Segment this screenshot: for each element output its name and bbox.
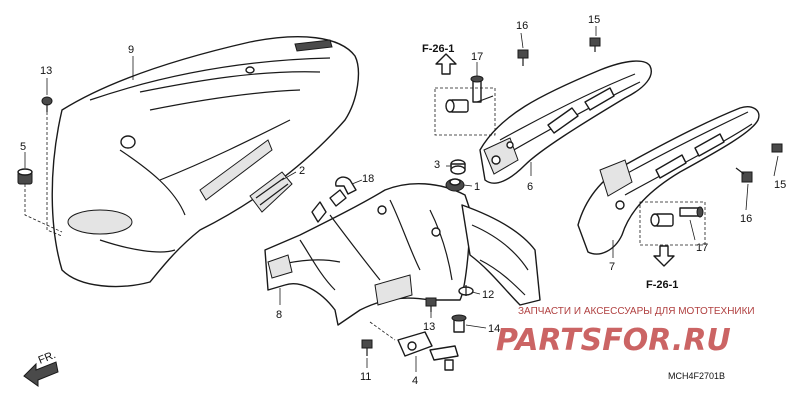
callout-5: 5	[20, 141, 26, 153]
callout-11: 11	[360, 371, 371, 383]
leader-lines	[24, 26, 779, 372]
washer-12	[458, 285, 474, 296]
callout-16-top: 16	[516, 20, 528, 32]
clip-18	[335, 176, 357, 195]
reference-arrow-up	[435, 53, 457, 75]
callout-4: 4	[412, 375, 418, 387]
bolt-16-bottom	[735, 167, 753, 183]
front-direction-arrow	[23, 361, 59, 387]
reference-arrow-down	[653, 245, 675, 267]
callout-12: 12	[482, 289, 494, 301]
reference-top: F-26-1	[422, 43, 454, 55]
reflector	[249, 171, 293, 213]
grab-rail-left	[479, 60, 652, 184]
bolt-17-bottom	[679, 206, 704, 218]
callout-17-bottom: 17	[696, 242, 708, 254]
callout-7: 7	[609, 261, 615, 273]
callout-18: 18	[362, 173, 374, 185]
callout-8: 8	[276, 309, 282, 321]
collar-17-top	[445, 99, 469, 113]
grommet-1	[445, 178, 465, 192]
screw-11	[361, 339, 373, 356]
callout-15-bottom: 15	[774, 179, 786, 191]
collar-3	[450, 159, 466, 175]
rear-mudguard	[461, 204, 541, 306]
screw-13-top	[41, 96, 53, 112]
grommet-5	[17, 168, 33, 185]
callout-2: 2	[299, 165, 305, 177]
bolt-17-top	[470, 75, 494, 103]
seat-lock-4	[397, 331, 459, 371]
seat-cowl	[51, 36, 360, 288]
rear-fender-frame	[264, 182, 471, 326]
callout-15-top: 15	[588, 14, 600, 26]
callout-13-top: 13	[40, 65, 52, 77]
grab-rail-right	[577, 106, 760, 255]
bolt-14	[451, 314, 467, 333]
watermark-subtitle: ЗАПЧАСТИ И АКСЕССУАРЫ ДЛЯ МОТОТЕХНИКИ	[518, 306, 755, 317]
diagram-code: MCH4F2701B	[668, 371, 725, 381]
collar-17-bottom	[650, 213, 674, 227]
bolt-16-top	[517, 49, 529, 66]
screw-13-bottom	[425, 297, 437, 312]
callout-16-bottom: 16	[740, 213, 752, 225]
callout-6: 6	[527, 181, 533, 193]
callout-13-bottom: 13	[423, 321, 435, 333]
callout-17-top: 17	[471, 51, 483, 63]
callout-14: 14	[488, 323, 500, 335]
watermark-logo: PARTSFOR.RU	[496, 323, 731, 358]
bolt-15-top	[589, 37, 601, 52]
callout-9: 9	[128, 44, 134, 56]
callout-3: 3	[434, 159, 440, 171]
callout-1: 1	[474, 181, 480, 193]
bolt-15-bottom	[771, 143, 783, 153]
reference-bottom: F-26-1	[646, 279, 678, 291]
